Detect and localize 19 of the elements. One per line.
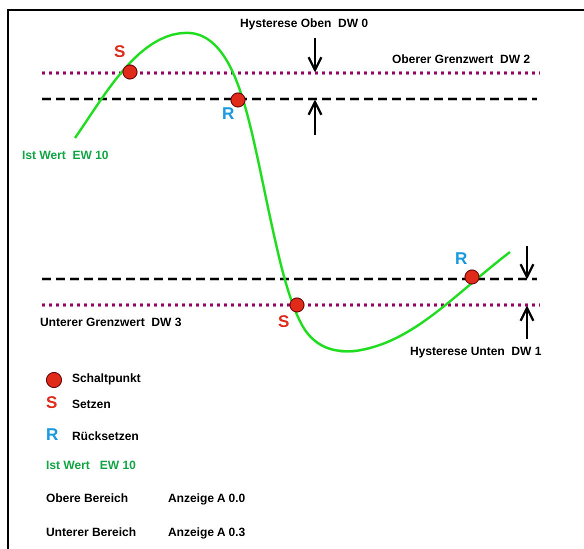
- legend-text: Rücksetzen: [72, 429, 139, 443]
- legend-text: Schaltpunkt: [72, 371, 141, 385]
- note-text: Anzeige A 0.0: [168, 491, 246, 505]
- note-text: Anzeige A 0.3: [168, 525, 246, 539]
- reset-letter: R: [46, 426, 58, 444]
- set-letter: S: [278, 313, 290, 331]
- note-text: Obere Bereich: [46, 491, 128, 505]
- note-text: Ist Wert EW 10: [46, 458, 136, 472]
- threshold-label: Unterer Grenzwert DW 3: [40, 315, 182, 329]
- set-letter: S: [114, 43, 126, 61]
- legend-text: Setzen: [72, 397, 111, 411]
- threshold-label: Oberer Grenzwert DW 2: [392, 52, 530, 66]
- threshold-label: Hysterese Oben DW 0: [240, 16, 368, 30]
- reset-letter: R: [222, 105, 234, 123]
- threshold-label: Hysterese Unten DW 1: [410, 344, 542, 358]
- reset-letter: R: [455, 250, 468, 268]
- set-letter: S: [46, 394, 58, 412]
- note-text: Unterer Bereich: [46, 525, 136, 539]
- curve-label: Ist Wert EW 10: [22, 148, 108, 162]
